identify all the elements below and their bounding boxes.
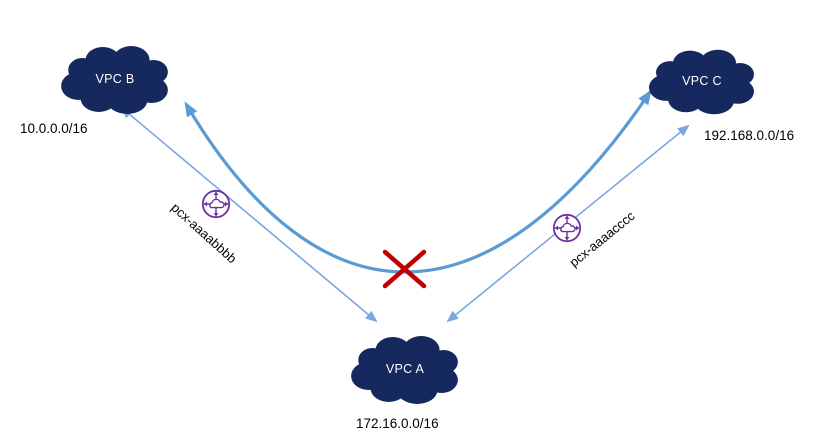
vpc-c-cidr: 192.168.0.0/16 [704, 128, 795, 143]
vpc-c-label: VPC C [682, 74, 722, 88]
vpc-b-cidr: 10.0.0.0/16 [20, 121, 88, 136]
vpc-a-node: VPC A [344, 330, 466, 408]
vpc-a-cidr: 172.16.0.0/16 [356, 416, 439, 431]
vpc-peering-icon-left [200, 188, 232, 220]
transitive-peering-curve [184, 89, 652, 274]
no-transitive-x-icon [382, 249, 427, 289]
vpc-b-node: VPC B [54, 40, 176, 118]
vpc-c-node: VPC C [642, 44, 762, 118]
vpc-peering-icon-right [551, 212, 583, 244]
peering-arrow-vpca-vpcb [120, 106, 378, 323]
vpc-b-label: VPC B [95, 72, 135, 86]
vpc-a-label: VPC A [385, 362, 425, 376]
